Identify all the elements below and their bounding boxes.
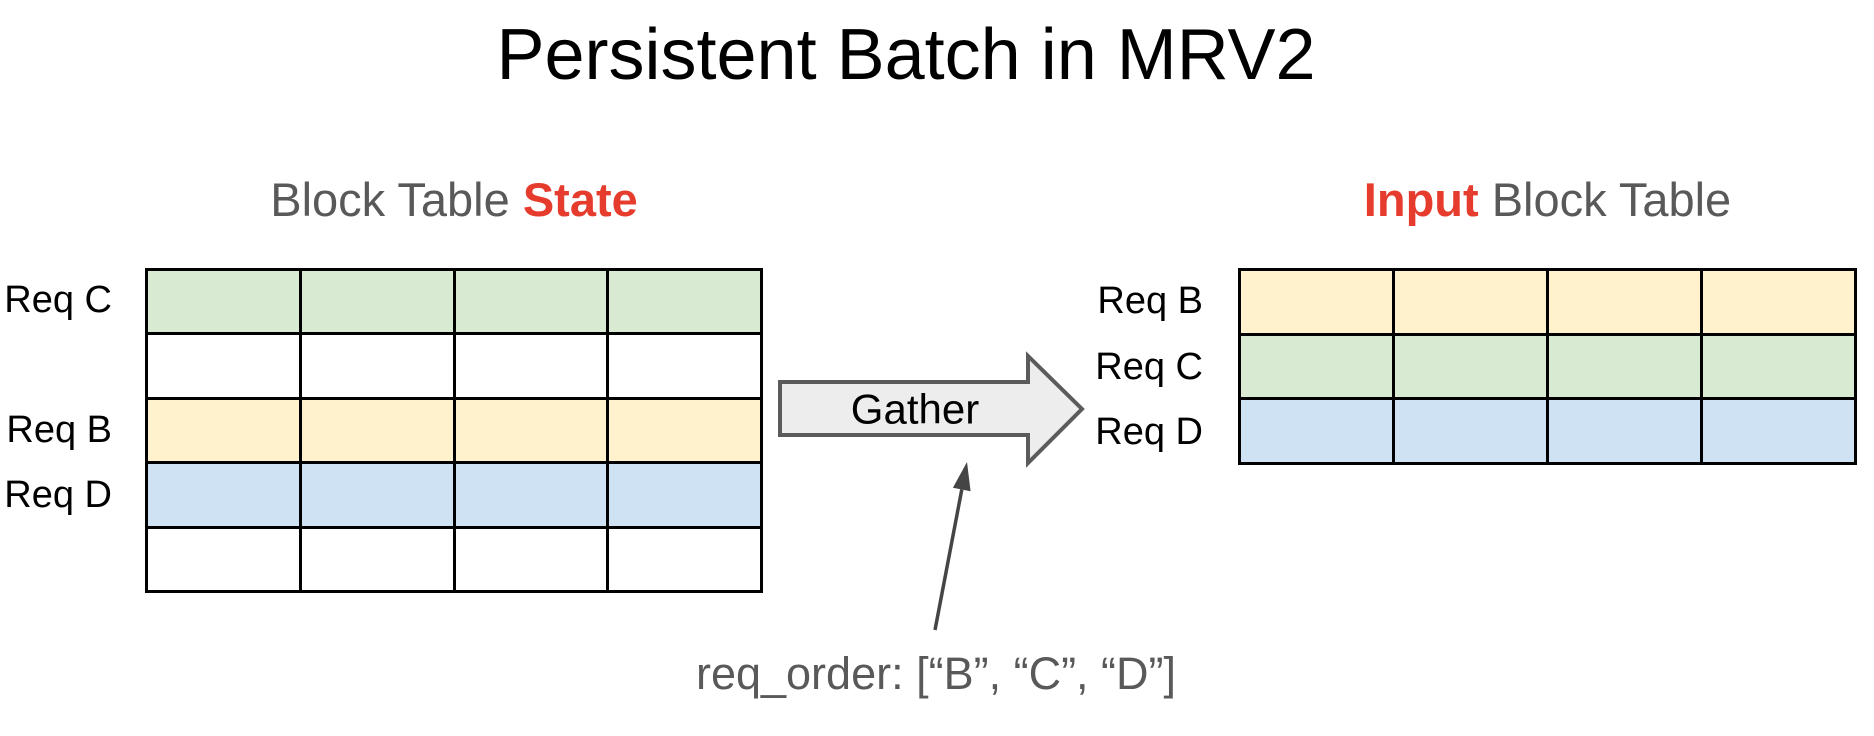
table-cell bbox=[609, 464, 760, 526]
table-cell bbox=[148, 335, 299, 397]
table-cell bbox=[609, 528, 760, 590]
table-cell bbox=[1241, 271, 1392, 333]
table-cell bbox=[301, 464, 453, 526]
state-row-label-req-b: Req B bbox=[6, 409, 112, 451]
table-cell bbox=[301, 399, 453, 462]
annotation-arrowhead bbox=[952, 462, 971, 492]
table-cell bbox=[609, 271, 760, 333]
table-cell bbox=[1395, 271, 1546, 333]
state-heading-highlight: State bbox=[522, 173, 638, 226]
table-cell bbox=[455, 464, 607, 526]
table-cell bbox=[1703, 335, 1854, 398]
table-cell bbox=[455, 271, 607, 333]
table-cell bbox=[455, 335, 607, 397]
gather-arrow-label: Gather bbox=[851, 386, 979, 433]
table-cell bbox=[148, 528, 299, 590]
state-table-heading: Block Table State bbox=[145, 172, 763, 227]
table-cell bbox=[1703, 400, 1854, 462]
annotation-arrow-line bbox=[933, 489, 964, 631]
table-cell bbox=[1549, 271, 1700, 333]
table-cell bbox=[301, 271, 453, 333]
state-row-label-req-d: Req D bbox=[4, 474, 112, 516]
input-row-label-req-d: Req D bbox=[1095, 411, 1203, 453]
table-cell bbox=[1703, 271, 1854, 333]
state-block-table bbox=[145, 268, 763, 593]
table-cell bbox=[1241, 335, 1392, 398]
req-order-annotation: req_order: [“B”, “C”, “D”] bbox=[695, 648, 1177, 699]
table-cell bbox=[455, 528, 607, 590]
table-cell bbox=[148, 399, 299, 462]
table-cell bbox=[609, 399, 760, 462]
input-row-label-req-c: Req C bbox=[1095, 346, 1203, 388]
table-cell bbox=[301, 335, 453, 397]
state-heading-prefix: Block Table bbox=[270, 173, 523, 226]
table-cell bbox=[1395, 335, 1546, 398]
table-cell bbox=[301, 528, 453, 590]
table-cell bbox=[1395, 400, 1546, 462]
table-cell bbox=[455, 399, 607, 462]
input-row-label-req-b: Req B bbox=[1097, 280, 1203, 322]
table-cell bbox=[1241, 400, 1392, 462]
input-table-heading: Input Block Table bbox=[1238, 172, 1857, 227]
input-heading-suffix: Block Table bbox=[1478, 173, 1732, 226]
table-cell bbox=[1549, 335, 1700, 398]
input-heading-highlight: Input bbox=[1363, 173, 1479, 226]
table-cell bbox=[148, 271, 299, 333]
state-row-label-req-c: Req C bbox=[4, 279, 112, 321]
gather-arrow-shape bbox=[778, 351, 1085, 468]
table-cell bbox=[148, 464, 299, 526]
input-block-table bbox=[1238, 268, 1857, 465]
diagram-title: Persistent Batch in MRV2 bbox=[496, 15, 1316, 95]
table-cell bbox=[1549, 400, 1700, 462]
table-cell bbox=[609, 335, 760, 397]
